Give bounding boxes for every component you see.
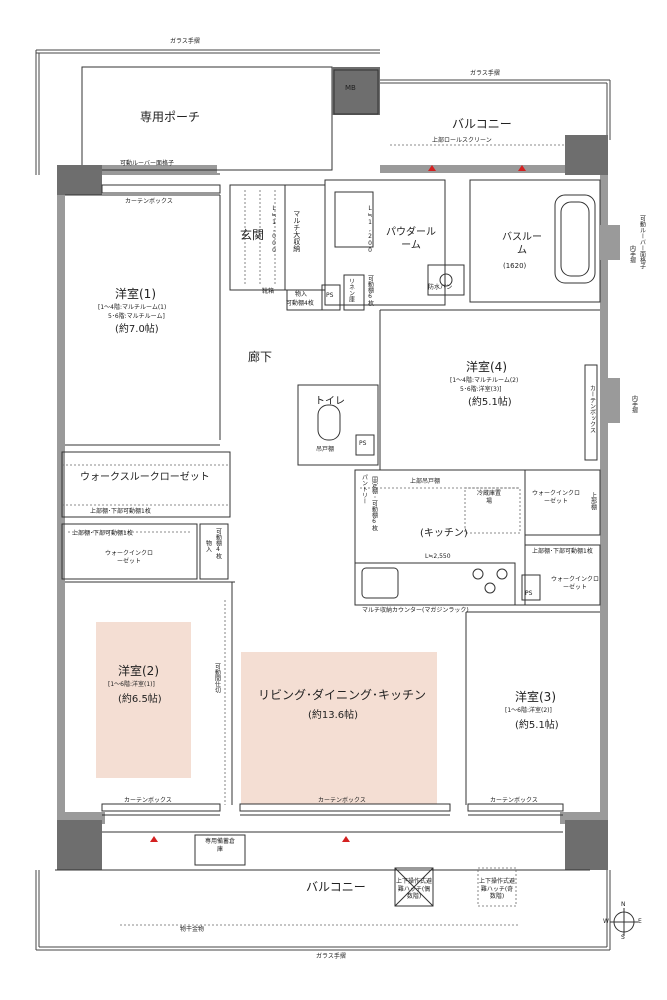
bath-size-label: (1620)	[503, 262, 527, 270]
room1-size: (約7.0帖)	[115, 324, 159, 335]
wic-right-shelf-label: 上部棚	[589, 492, 597, 510]
louver-right-label: 可動ルーバー面格子	[638, 215, 646, 269]
hanger-label: 物干金物	[180, 926, 205, 933]
storage2-note: 可動棚4枚	[214, 528, 222, 559]
hatch2-label: 上下操作式避難ハッチ(奇数階)	[478, 878, 515, 900]
room3-note: [1〜6階:洋室(2)]	[505, 707, 552, 714]
balcony-south-label: バルコニー	[306, 880, 366, 894]
multi-storage-label: マルチ大収納	[292, 210, 301, 252]
pantry-note: 固定棚･可動棚6枚	[370, 476, 378, 531]
pantry-label: パントリー	[360, 474, 368, 504]
room1-note1: [1〜4階:マルチルーム(1)	[98, 304, 167, 311]
powder-room-label: パウダールーム	[386, 227, 436, 251]
porch-label: 専用ポーチ	[140, 110, 201, 124]
room2-name: 洋室(2)	[118, 664, 159, 678]
ps2-label: PS	[359, 440, 367, 447]
hatch1-label: 上下操作式避難ハッチ(偶数階)	[395, 878, 432, 900]
curtain-box-3-label: カーテンボックス	[490, 797, 538, 804]
curtain-box-1-label: カーテンボックス	[125, 198, 173, 205]
kitchen-dim-label: L≒2,550	[425, 553, 451, 560]
room4-size: (約5.1帖)	[468, 397, 512, 408]
curtain-box-ldk-label: カーテンボックス	[318, 797, 366, 804]
ps3-label: PS	[525, 590, 533, 597]
wic-right2-shelf-label: 上部棚･下部可動棚1枚	[532, 548, 593, 555]
curtain-box-2-label: カーテンボックス	[124, 797, 172, 804]
louver-top-label: 可動ルーバー面格子	[120, 160, 174, 167]
room3-size: (約5.1帖)	[515, 720, 559, 731]
linen-label: リネン庫	[347, 278, 355, 302]
ldk-name: リビング･ダイニング･キッチン	[258, 688, 427, 702]
storage-shelf-label: 物入	[295, 291, 308, 298]
compass-n: N	[621, 901, 626, 908]
upper-cabinet-label: 上部吊戸棚	[410, 478, 441, 485]
mb-label: MB	[345, 84, 356, 92]
corridor-label: 廊下	[248, 350, 273, 364]
toilet-shelf-label: 吊戸棚	[316, 446, 335, 453]
ldk-size: (約13.6帖)	[308, 710, 359, 721]
powder-dim-label: L≒1,200	[366, 205, 374, 254]
shoe-shelf-label: 靴箱	[262, 288, 275, 295]
multi-storage-dim-label: L≒1,000	[270, 205, 278, 254]
compass-w: W	[603, 918, 609, 925]
room1-note2: 5･6階:マルチルーム]	[108, 313, 165, 320]
room2-tint	[96, 622, 191, 778]
linen-note: 可動棚6枚	[366, 275, 374, 306]
magazine-counter-label: マルチ収納カウンター(マガジンラック)	[362, 607, 469, 614]
wic-through-shelf-label: 上部棚･下部可動棚1枚	[90, 508, 151, 515]
glass-rail-bottom-label: ガラス手摺	[316, 953, 346, 960]
kitchen-label: (キッチン)	[420, 528, 468, 539]
fridge-label: 冷蔵庫置場	[476, 490, 501, 505]
ldk-tint	[241, 652, 437, 804]
storage-warehouse-label: 専用備蓄倉庫	[205, 838, 236, 853]
room2-size: (約6.5帖)	[118, 694, 162, 705]
genkan-label: 玄関	[240, 228, 265, 242]
storage-shelf-note: 可動棚4枚	[286, 300, 314, 307]
wic-right-label: ウォークインクローゼット	[531, 490, 580, 505]
toilet-label: トイレ	[315, 396, 345, 407]
ps1-label: PS	[326, 292, 334, 299]
room1-name: 洋室(1)	[115, 287, 156, 301]
room4-note2: 5･6階:洋室(3)]	[460, 386, 502, 393]
curtain-box-4-label: カーテンボックス	[588, 385, 596, 433]
room3-name: 洋室(3)	[515, 690, 556, 704]
room2-note: [1〜6階:洋室(1)]	[108, 681, 155, 688]
room4-name: 洋室(4)	[466, 360, 507, 374]
inner-rail-right-label: 内手摺	[628, 245, 636, 263]
roll-screen-label: 上部ロールスクリーン	[432, 137, 492, 144]
wic-left-shelf-label: 上部棚･下部可動棚1枚	[72, 530, 133, 537]
compass-e: E	[638, 918, 642, 925]
storage2-label: 物入	[204, 540, 212, 552]
glass-rail-top-label: ガラス手摺	[170, 38, 200, 45]
bousui-pan-label: 防水パン	[428, 284, 453, 291]
glass-rail-top2-label: ガラス手摺	[470, 70, 500, 77]
wic-left-label: ウォークインクローゼット	[104, 550, 153, 565]
compass-s: S	[621, 934, 625, 941]
balcony-north-label: バルコニー	[452, 117, 512, 131]
inner-rail-right2-label: 内手摺	[630, 395, 638, 413]
wic-through-label: ウォークスルークローゼット	[80, 472, 210, 483]
movable-partition-label: 可動間仕切	[213, 663, 221, 693]
bath-room-label: バスルーム	[502, 232, 542, 256]
wic-right2-label: ウォークインクローゼット	[550, 576, 599, 591]
room4-note1: [1〜4階:マルチルーム(2)	[450, 377, 519, 384]
